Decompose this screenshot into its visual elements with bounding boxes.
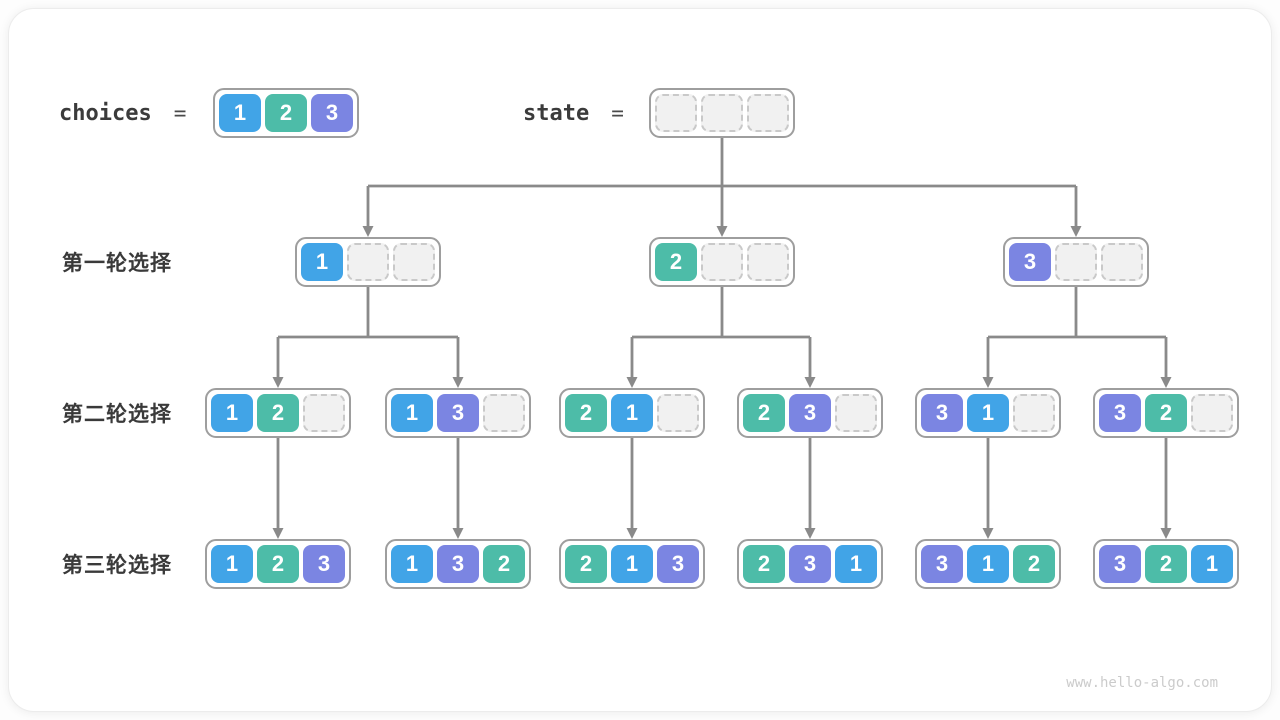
value-cell-2: 2	[265, 94, 307, 132]
value-cell-1: 1	[611, 394, 653, 432]
value-cell-1: 1	[611, 545, 653, 583]
value-cell-1: 1	[835, 545, 877, 583]
empty-cell	[303, 394, 345, 432]
value-cell-1: 1	[967, 394, 1009, 432]
value-cell-2: 2	[565, 545, 607, 583]
state-header: state =	[523, 88, 624, 138]
diagram-card	[8, 8, 1272, 712]
empty-cell	[347, 243, 389, 281]
value-cell-3: 3	[1009, 243, 1051, 281]
value-cell-1: 1	[1191, 545, 1233, 583]
empty-cell	[655, 94, 697, 132]
empty-cell	[747, 243, 789, 281]
empty-cell	[393, 243, 435, 281]
value-cell-3: 3	[1099, 545, 1141, 583]
value-cell-2: 2	[1013, 545, 1055, 583]
empty-cell	[701, 94, 743, 132]
choices-header: choices =	[59, 88, 186, 138]
value-cell-1: 1	[211, 394, 253, 432]
value-cell-3: 3	[437, 394, 479, 432]
value-cell-3: 3	[303, 545, 345, 583]
value-cell-2: 2	[743, 545, 785, 583]
state-array	[649, 88, 795, 138]
value-cell-2: 2	[743, 394, 785, 432]
value-cell-3: 3	[657, 545, 699, 583]
value-cell-2: 2	[257, 545, 299, 583]
empty-cell	[1013, 394, 1055, 432]
choices-label: choices	[59, 100, 152, 126]
value-cell-1: 1	[219, 94, 261, 132]
state-label: state	[523, 100, 590, 126]
empty-cell	[1101, 243, 1143, 281]
value-cell-2: 2	[257, 394, 299, 432]
empty-cell	[1055, 243, 1097, 281]
round-label-3: 第三轮选择	[62, 554, 172, 577]
value-cell-3: 3	[921, 545, 963, 583]
value-cell-3: 3	[921, 394, 963, 432]
value-cell-2: 2	[1145, 545, 1187, 583]
round-label-2: 第二轮选择	[62, 403, 172, 426]
value-cell-2: 2	[655, 243, 697, 281]
value-cell-2: 2	[565, 394, 607, 432]
empty-cell	[747, 94, 789, 132]
empty-cell	[1191, 394, 1233, 432]
empty-cell	[657, 394, 699, 432]
value-cell-2: 2	[483, 545, 525, 583]
value-cell-3: 3	[311, 94, 353, 132]
equals-sign: =	[611, 101, 624, 125]
empty-cell	[483, 394, 525, 432]
value-cell-1: 1	[211, 545, 253, 583]
round-label-1: 第一轮选择	[62, 252, 172, 275]
equals-sign: =	[173, 101, 187, 125]
state-box-r1-1: 1	[295, 237, 441, 287]
value-cell-1: 1	[301, 243, 343, 281]
state-box-r1-3: 3	[1003, 237, 1149, 287]
value-cell-1: 1	[391, 545, 433, 583]
value-cell-2: 2	[1145, 394, 1187, 432]
empty-cell	[835, 394, 877, 432]
state-box-r1-2: 2	[649, 237, 795, 287]
watermark: www.hello-algo.com	[1066, 675, 1218, 691]
value-cell-3: 3	[789, 545, 831, 583]
empty-cell	[701, 243, 743, 281]
value-cell-3: 3	[1099, 394, 1141, 432]
value-cell-3: 3	[789, 394, 831, 432]
value-cell-3: 3	[437, 545, 479, 583]
value-cell-1: 1	[967, 545, 1009, 583]
value-cell-1: 1	[391, 394, 433, 432]
